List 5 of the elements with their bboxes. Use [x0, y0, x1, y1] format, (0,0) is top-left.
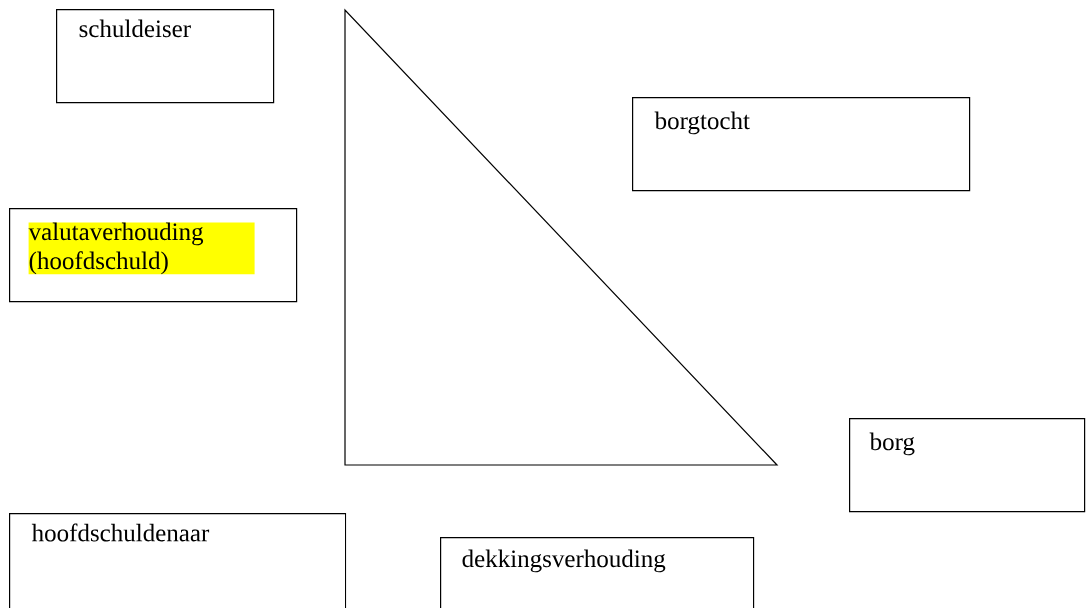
text-box: schuldeiser	[56, 9, 275, 104]
text-box: borg	[849, 418, 1086, 513]
text-box: dekkingsverhouding	[440, 537, 755, 608]
text-box: borgtocht	[632, 97, 971, 192]
text-box: hoofdschuldenaar	[9, 513, 347, 608]
